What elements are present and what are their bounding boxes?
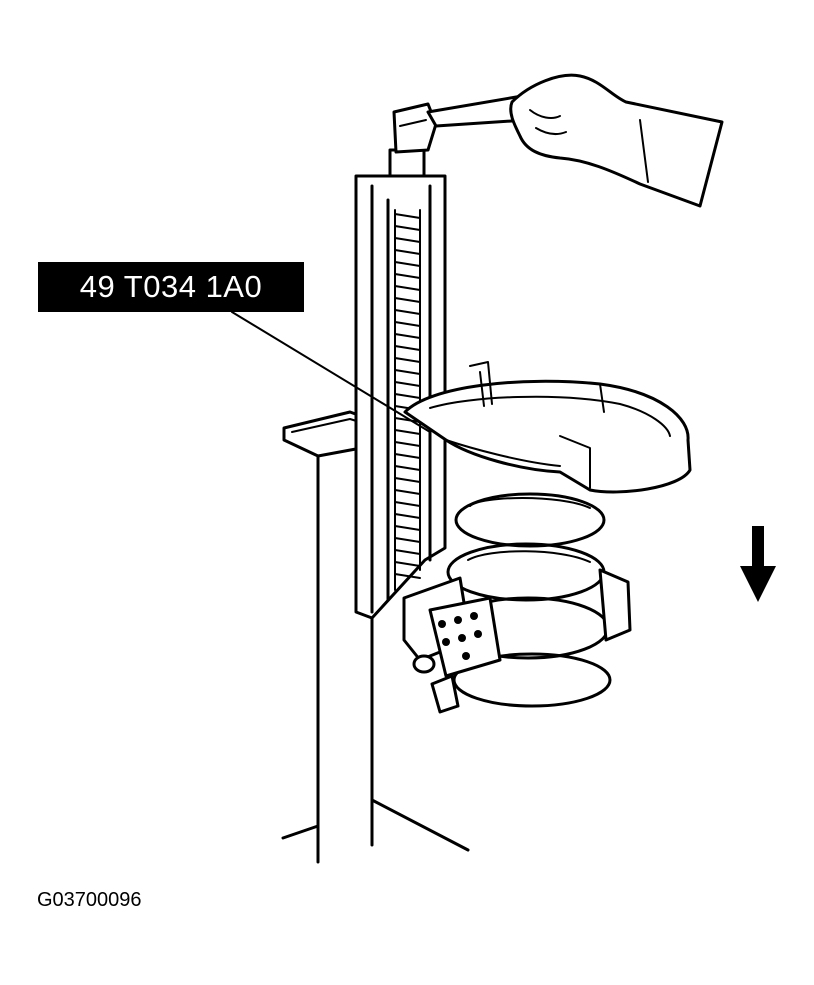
thread-rung — [394, 561, 421, 567]
thread-rung — [394, 573, 421, 579]
thread-rung — [394, 273, 421, 279]
thread-rung — [394, 225, 421, 231]
thread-rung — [394, 321, 421, 327]
thread-rung — [394, 249, 421, 255]
thread-rung — [394, 333, 421, 339]
thread-rung — [394, 237, 421, 243]
hand — [509, 73, 724, 208]
thread-rung — [394, 261, 421, 267]
thread-rung — [394, 297, 421, 303]
coil-spring — [446, 492, 612, 708]
threaded-rod — [394, 213, 421, 579]
thread-rung — [394, 357, 421, 363]
thread-rung — [394, 213, 421, 219]
thread-rung — [394, 465, 421, 471]
thread-rung — [394, 513, 421, 519]
thread-rung — [394, 417, 421, 423]
thread-rung — [394, 441, 421, 447]
lower-clamp — [402, 568, 632, 714]
part-number-callout: 49 T034 1A0 — [38, 262, 304, 312]
thread-rung — [394, 345, 421, 351]
thread-rung — [394, 525, 421, 531]
thread-rung — [394, 537, 421, 543]
down-arrow-icon — [740, 526, 776, 602]
thread-rung — [394, 369, 421, 375]
socket-drive — [388, 102, 438, 178]
callout-leader — [231, 311, 431, 433]
thread-rung — [394, 429, 421, 435]
thread-rung — [394, 477, 421, 483]
thread-rung — [394, 309, 421, 315]
thread-rung — [394, 285, 421, 291]
thread-rung — [394, 453, 421, 459]
figure-code: G03700096 — [37, 889, 142, 911]
thread-rung — [394, 381, 421, 387]
thread-rung — [394, 393, 421, 399]
thread-rung — [394, 549, 421, 555]
thread-rung — [394, 501, 421, 507]
upper-spring-seat — [403, 361, 692, 494]
thread-rung — [394, 489, 421, 495]
